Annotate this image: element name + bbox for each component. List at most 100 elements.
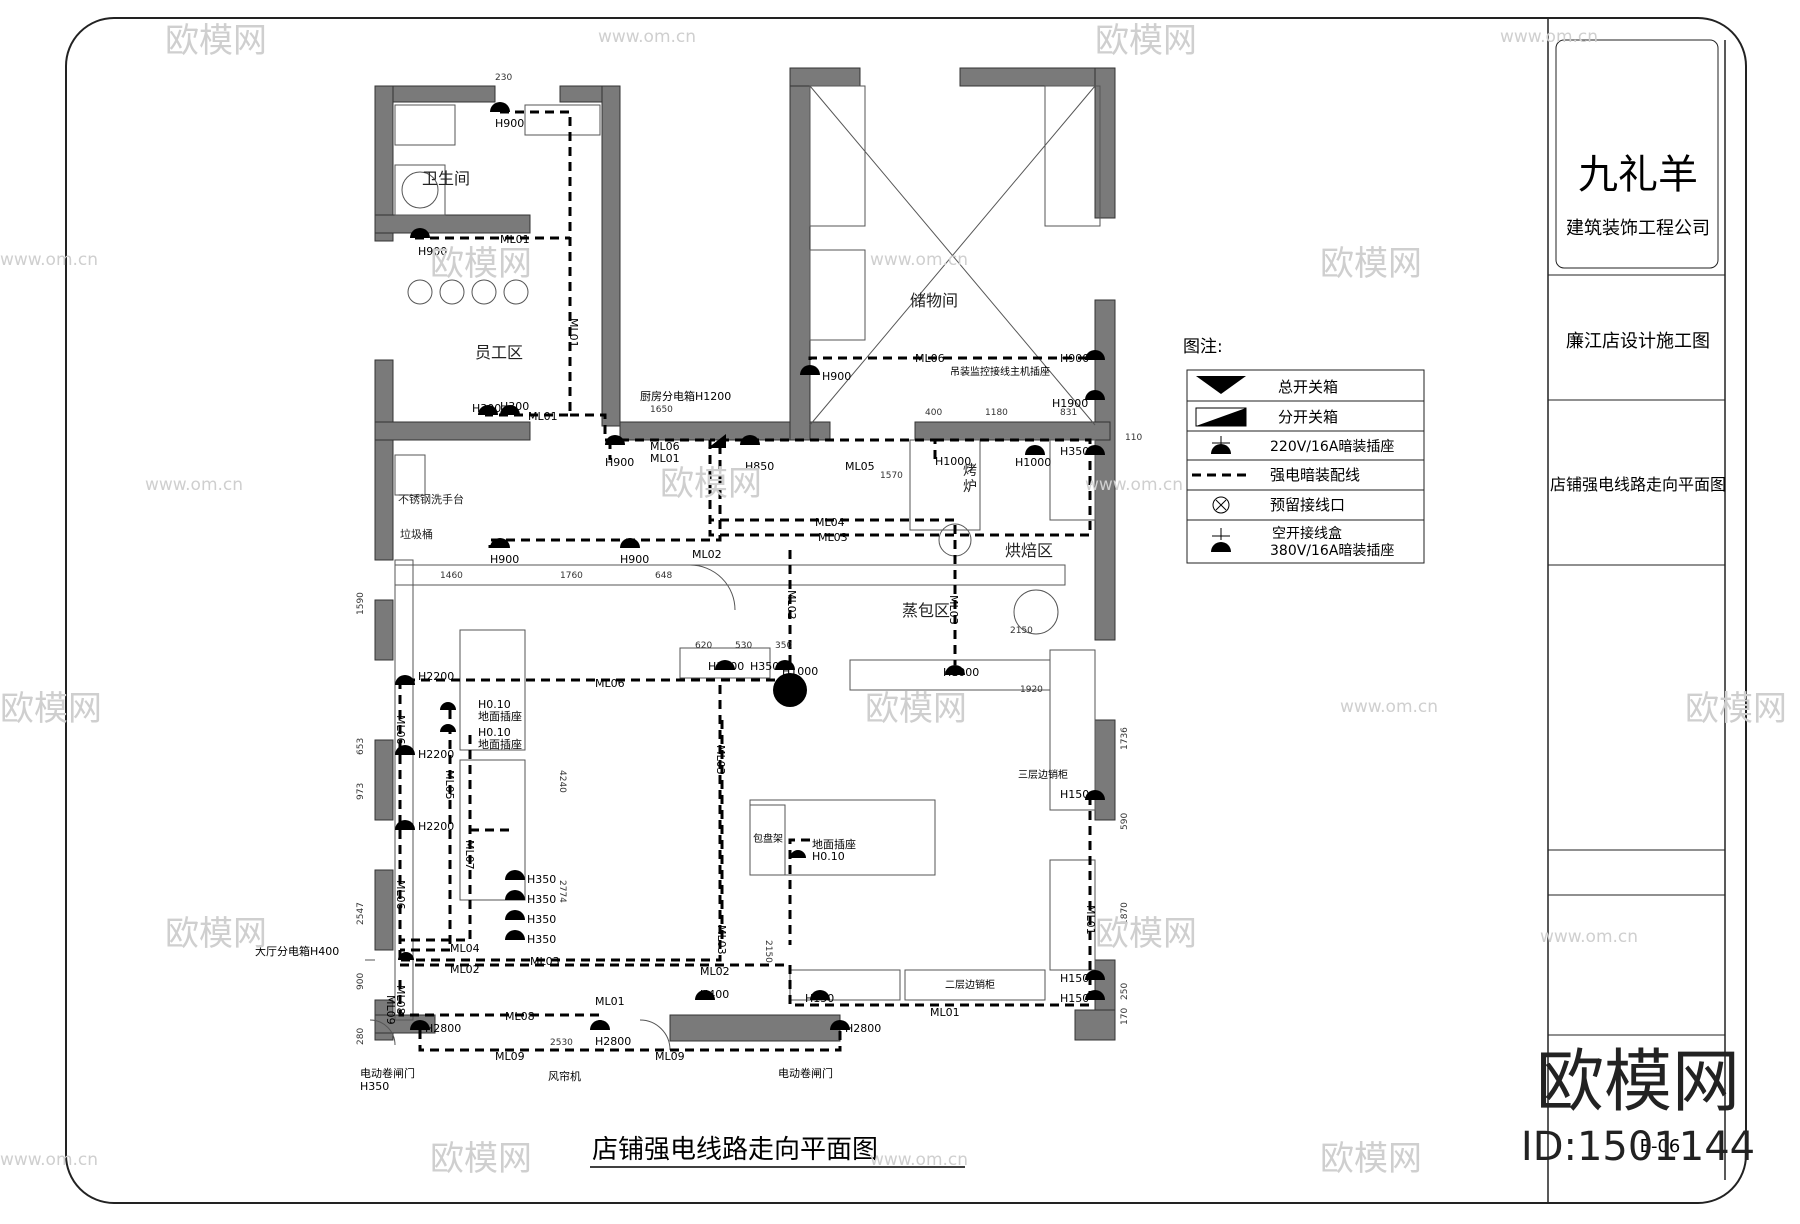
- project-name: 廉江店设计施工图: [1566, 331, 1710, 352]
- dimension-label: 1650: [650, 405, 673, 415]
- socket-icon: [440, 702, 456, 710]
- company-subtitle: 建筑装饰工程公司: [1566, 218, 1710, 239]
- watermark-url: www.om.cn: [870, 1150, 968, 1170]
- circuit-label: ML02: [785, 590, 798, 620]
- circuit-label: ML01: [930, 1006, 960, 1019]
- circuit-label: ML03: [818, 531, 848, 544]
- dimension-label: 1870: [1120, 902, 1130, 925]
- socket-icon: [1085, 445, 1105, 455]
- dimension-label: 1736: [1120, 727, 1130, 750]
- watermark-brand: 欧模网: [165, 21, 267, 61]
- floor-socket-height-3: H0.10: [812, 850, 845, 863]
- circuit-label: ML02: [450, 963, 480, 976]
- dimension-label: 2547: [356, 902, 366, 925]
- dimension-label: 530: [735, 641, 752, 651]
- legend-label: 分开关箱: [1278, 408, 1338, 426]
- annotations: 厨房分电箱H1200 大厅分电箱H400 吊装监控接线主机插座 地面插座 H0.…: [255, 365, 1068, 1093]
- socket-icon: [410, 228, 430, 238]
- dimension-label: 250: [1120, 983, 1130, 1000]
- legend-box: [1186, 369, 1425, 564]
- socket-icon: [620, 538, 640, 548]
- socket-icon: [395, 745, 415, 755]
- height-label: H2200: [418, 820, 454, 833]
- socket-icon: [478, 405, 498, 415]
- height-label: H2200: [418, 670, 454, 683]
- socket-icon: [740, 435, 760, 445]
- dimension-label: 900: [356, 973, 366, 990]
- height-label: H900: [620, 553, 649, 566]
- dimension-label: 831: [1060, 408, 1077, 418]
- room-label-storage: 储物间: [910, 291, 958, 310]
- socket-icon: [505, 930, 525, 940]
- socket-icon: [945, 665, 965, 675]
- height-label: H1400: [708, 660, 744, 673]
- legend-line-1: 空开接线盒: [1272, 525, 1342, 542]
- counter-two-label: 二层边销柜: [945, 978, 995, 991]
- height-label: H1000: [943, 666, 979, 679]
- dimension-label: 2150: [763, 940, 773, 963]
- height-label: H150: [1060, 972, 1089, 985]
- room-label-staff: 员工区: [475, 343, 523, 362]
- dimension-label: 1920: [1020, 685, 1043, 695]
- watermark-brand: 欧模网: [165, 914, 267, 954]
- socket-icon: [775, 660, 795, 670]
- circuit-label: ML06: [394, 880, 407, 910]
- socket-icon: [440, 724, 456, 732]
- watermark-url: www.om.cn: [1340, 697, 1438, 717]
- socket-icon: [500, 405, 520, 415]
- dimension-labels-vertical: 1590 653 973 2547 900 280 1736 590 1870 …: [356, 592, 1130, 1045]
- logo-box: [1555, 39, 1719, 269]
- room-label-sink: 不锈钢洗手台: [398, 492, 464, 506]
- circuit-label: ML09: [495, 1050, 525, 1063]
- height-label: H350: [527, 873, 556, 886]
- height-label: H1000: [1015, 456, 1051, 469]
- watermark-brand: 欧模网: [430, 244, 532, 284]
- circuit-label: ML06: [595, 677, 625, 690]
- socket-220v-icon: [1211, 444, 1231, 454]
- height-label: H2800: [425, 1022, 461, 1035]
- dimension-label: 350: [775, 641, 792, 651]
- height-label: H350: [527, 893, 556, 906]
- floor-socket-label-2: 地面插座: [478, 737, 522, 751]
- socket-icon: [490, 538, 510, 548]
- roller-door-left-height: H350: [360, 1080, 389, 1093]
- circuit-label: ML05: [845, 460, 875, 473]
- legend-line-2: 380V/16A暗装插座: [1270, 543, 1394, 559]
- socket-icon: [395, 675, 415, 685]
- company-name: 九礼羊: [1578, 152, 1698, 198]
- circuit-label: ML03: [530, 955, 560, 968]
- dimension-label: 1590: [356, 592, 366, 615]
- dimension-label: 280: [356, 1028, 366, 1045]
- circuit-label: ML03: [714, 745, 727, 775]
- brand-watermark-large: 欧模网: [1536, 1043, 1740, 1122]
- socket-icon: [810, 990, 830, 1000]
- dimension-label: 1460: [440, 571, 463, 581]
- socket-icon: [800, 365, 820, 375]
- height-label: H900: [490, 553, 519, 566]
- dimension-label: 400: [925, 408, 942, 418]
- circuit-label: ML02: [700, 965, 730, 978]
- kitchen-distribution-box-icon: [773, 673, 807, 707]
- watermark-url: www.om.cn: [0, 250, 98, 270]
- watermark-brand: 欧模网: [0, 689, 102, 729]
- watermark-brand: 欧模网: [1095, 21, 1197, 61]
- circuit-label: ML07: [463, 840, 476, 870]
- height-label: H2200: [418, 748, 454, 761]
- socket-icon: [1085, 390, 1105, 400]
- circuit-label: ML06: [915, 352, 945, 365]
- legend-heading: 图注:: [1183, 337, 1223, 357]
- socket-icon: [505, 870, 525, 880]
- dimension-label: 1760: [560, 571, 583, 581]
- circuit-label: ML01: [595, 995, 625, 1008]
- legend: 图注: 总开关箱 分开关箱 220V/16A暗装插座 强电暗装配线 预留接线口 …: [1183, 337, 1425, 564]
- breaker-box-icon: [1211, 542, 1231, 552]
- room-label-bin: 垃圾桶: [400, 527, 433, 541]
- watermark-url: www.om.cn: [1085, 475, 1183, 495]
- circuit-label: ML01: [1084, 905, 1097, 935]
- height-label: H2800: [845, 1022, 881, 1035]
- dimension-label: 620: [695, 641, 712, 651]
- watermark-brand: 欧模网: [430, 1139, 532, 1179]
